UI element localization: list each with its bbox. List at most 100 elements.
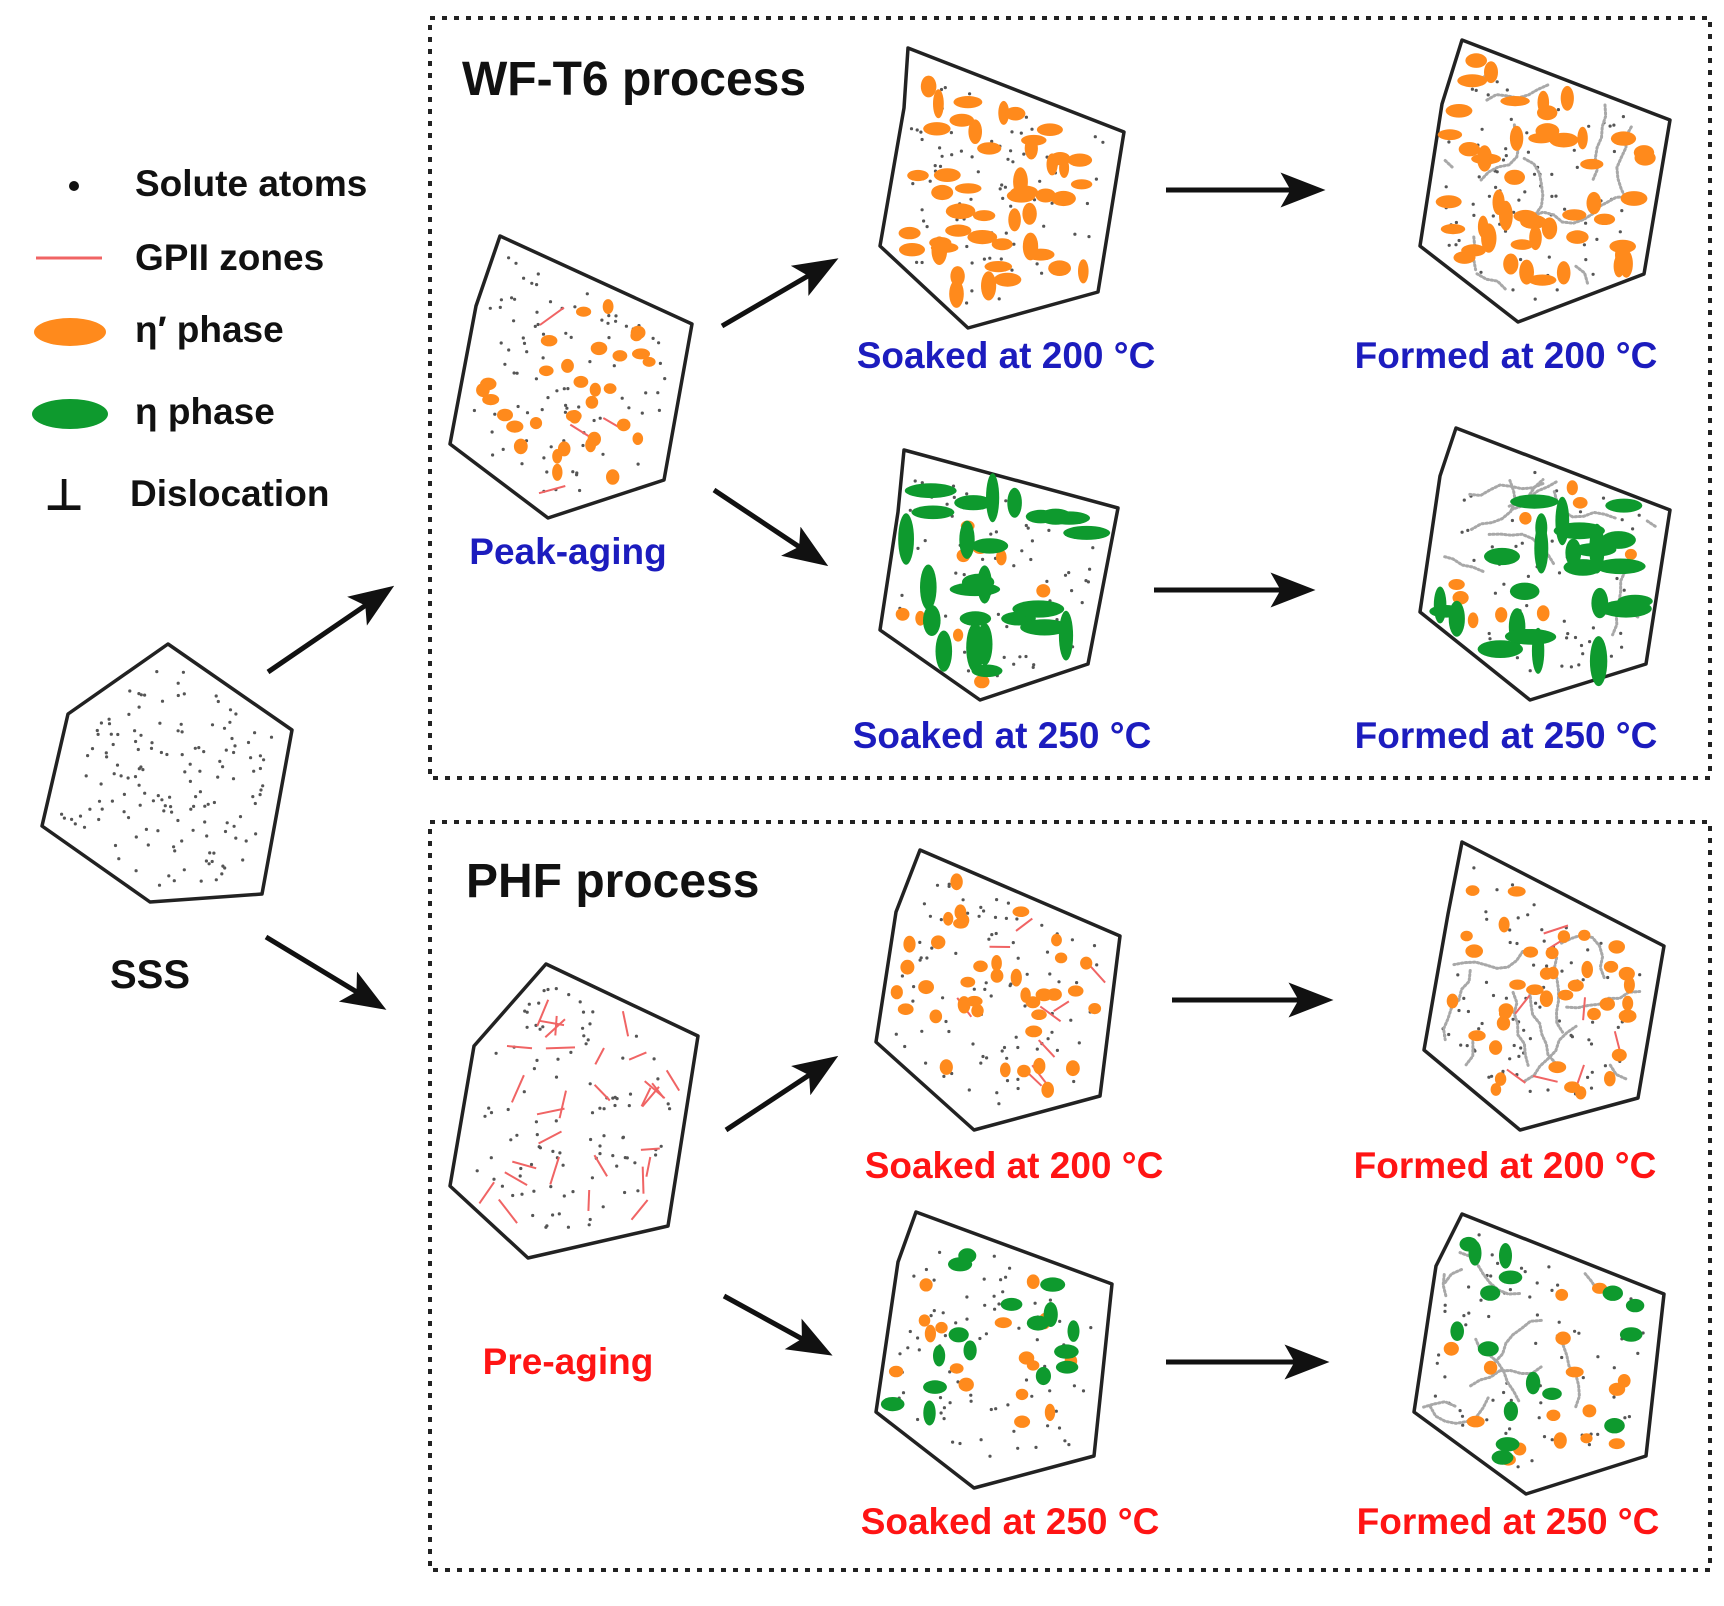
gpii-zone (512, 1160, 537, 1170)
solute-atom (176, 681, 180, 685)
solute-atom (1569, 1033, 1573, 1037)
solute-atom (1612, 1366, 1616, 1370)
solute-atom (1465, 1044, 1469, 1048)
solute-atom (1001, 1290, 1005, 1294)
eta-prime-precipitate (973, 960, 988, 973)
eta-precipitate (1499, 1243, 1512, 1269)
solute-atom (588, 1217, 592, 1222)
eta-prime-precipitate (590, 341, 608, 356)
solute-atom (193, 746, 197, 750)
eta-precipitate (923, 1380, 947, 1394)
solute-atom (515, 371, 519, 375)
solute-atom (1608, 124, 1612, 128)
solute-atom (1488, 637, 1492, 641)
solute-atom (205, 834, 209, 838)
eta-prime-precipitate (1498, 1008, 1512, 1020)
solute-atom (607, 336, 611, 340)
eta-prime-precipitate (1560, 85, 1574, 111)
solute-atom (976, 170, 980, 174)
solute-atom (182, 692, 186, 696)
solute-atom (1563, 207, 1567, 211)
solute-atom (1024, 1378, 1029, 1382)
eta-prime-precipitate (1088, 1003, 1102, 1015)
solute-atom (231, 777, 236, 781)
eta-prime-precipitate (1051, 190, 1076, 207)
eta-prime-precipitate (984, 261, 1013, 273)
solute-atom (988, 256, 992, 260)
solute-atom (1063, 573, 1068, 577)
eta-prime-precipitate (971, 1004, 984, 1018)
solute-atom (1035, 1047, 1039, 1051)
eta-prime-precipitate (1545, 946, 1559, 960)
solute-atom (928, 179, 932, 183)
solute-atom (1505, 88, 1509, 92)
eta-prime-precipitate (1494, 1072, 1507, 1086)
solute-atom (241, 858, 245, 862)
solute-atom (137, 767, 141, 771)
solute-atom (1484, 980, 1489, 985)
solute-atom (1094, 177, 1098, 181)
solute-atom (214, 878, 218, 882)
solute-atom (997, 1102, 1001, 1106)
solute-atom (1460, 530, 1464, 534)
eta-prime-precipitate (1604, 1071, 1616, 1087)
solute-atom (1040, 923, 1044, 927)
solute-atom (95, 728, 99, 733)
solute-atom (627, 1104, 631, 1108)
solute-atom (1035, 262, 1039, 266)
solute-atom (1487, 194, 1491, 198)
eta-prime-precipitate (920, 75, 937, 98)
solute-atom (954, 1321, 958, 1325)
eta-prime-precipitate (540, 335, 558, 347)
solute-atom (1547, 1265, 1551, 1269)
dislocation-line (1574, 264, 1590, 286)
solute-atom (511, 1193, 515, 1198)
solute-atom (952, 495, 956, 499)
solute-atom (562, 387, 566, 391)
solute-atom (258, 793, 262, 797)
solute-atom (1566, 632, 1570, 636)
solute-atom (1073, 232, 1077, 236)
eta-prime-precipitate (630, 330, 643, 342)
solute-atom (1526, 150, 1530, 154)
eta-prime-precipitate (1510, 239, 1534, 250)
eta-prime-precipitate (1035, 988, 1053, 1002)
gpii-zone (594, 1047, 605, 1065)
eta-prime-precipitate (1490, 1083, 1502, 1096)
eta-prime-precipitate (888, 1365, 904, 1378)
solute-atom (179, 722, 183, 726)
gpii-zone (1532, 1075, 1558, 1083)
solute-atom (216, 699, 220, 704)
solute-atom (918, 940, 922, 945)
eta-precipitate (1510, 494, 1559, 509)
solute-atom (1486, 93, 1490, 97)
solute-atom (989, 1407, 993, 1412)
solute-atom (139, 733, 143, 737)
solute-atom (994, 530, 999, 534)
solute-atom (1557, 1019, 1561, 1023)
gpii-zone (587, 1189, 591, 1211)
solute-atom (78, 814, 83, 818)
solute-atom (529, 1162, 534, 1167)
solute-atom (954, 951, 958, 956)
solute-atom (1022, 152, 1026, 156)
solute-atom (188, 779, 192, 784)
solute-atom (598, 1152, 602, 1156)
eta-prime-precipitate (1522, 946, 1539, 958)
solute-atom (1489, 1274, 1493, 1278)
solute-atom (1433, 1394, 1437, 1398)
solute-atom (1480, 127, 1484, 131)
solute-atom (1459, 1043, 1463, 1047)
solute-atom (942, 1406, 947, 1410)
eta-precipitate (1605, 498, 1643, 513)
solute-atom (613, 1095, 617, 1099)
eta-prime-precipitate (1051, 933, 1062, 947)
solute-atom (1003, 185, 1008, 189)
solute-atom (1020, 549, 1024, 553)
solute-atom (969, 1399, 973, 1403)
solute-atom (1557, 1320, 1561, 1324)
solute-atom (984, 1332, 989, 1336)
eta-precipitate (911, 505, 955, 520)
solute-atom (522, 276, 526, 280)
solute-atom (1069, 1018, 1073, 1022)
